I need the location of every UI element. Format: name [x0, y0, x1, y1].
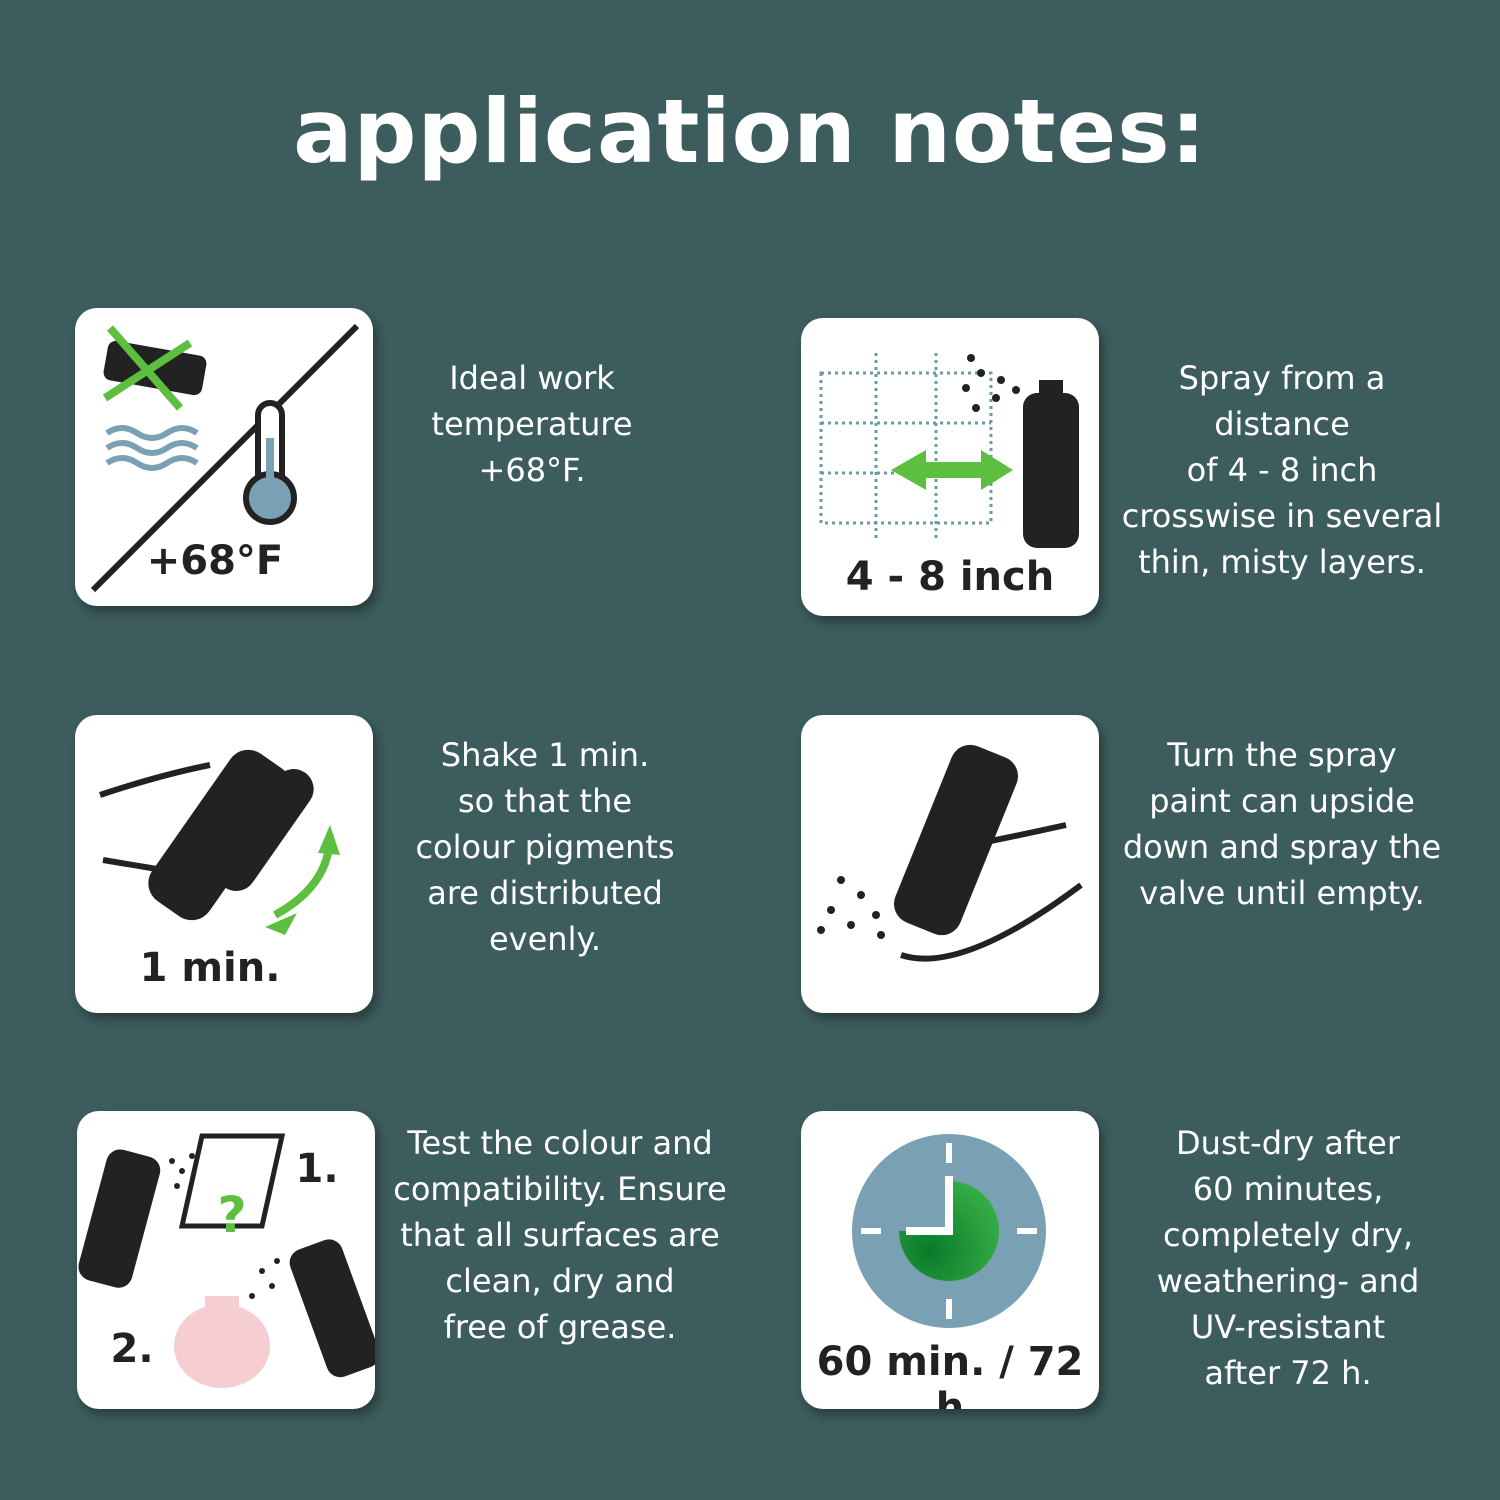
- upside-down-can-icon: [817, 744, 1083, 962]
- shake-text: Shake 1 min. so that the colour pigments…: [415, 736, 675, 958]
- temperature-icon: [90, 323, 360, 593]
- clock-icon: [852, 1134, 1046, 1328]
- upside-down-card: [801, 715, 1099, 1013]
- test-card: ? 1. 2.: [77, 1111, 375, 1409]
- spray-distance-card: 4 - 8 inch: [801, 318, 1099, 616]
- spray-distance-icon: [819, 353, 1079, 548]
- spray-distance-caption: 4 - 8 inch: [845, 554, 1055, 600]
- test-spray-icon: [78, 1133, 375, 1388]
- dry-time-card: 60 min. / 72 h: [801, 1111, 1099, 1409]
- test-text: Test the colour and compatibility. Ensur…: [393, 1124, 727, 1346]
- page-title: application notes:: [293, 80, 1207, 183]
- shake-can-icon: [99, 749, 340, 935]
- step-1-label: 1.: [295, 1146, 339, 1192]
- dry-time-caption: 60 min. / 72 h: [816, 1339, 1084, 1409]
- step-2-label: 2.: [110, 1326, 154, 1372]
- spray-distance-text: Spray from a distance of 4 - 8 inch cros…: [1121, 359, 1443, 581]
- temperature-card: +68°F: [75, 308, 373, 606]
- shake-card: 1 min.: [75, 715, 373, 1013]
- question-mark: ?: [217, 1186, 247, 1244]
- temperature-caption: +68°F: [146, 538, 284, 584]
- upside-down-text: Turn the spray paint can upside down and…: [1122, 736, 1442, 912]
- temperature-text: Ideal work temperature +68°F.: [431, 359, 633, 489]
- shake-caption: 1 min.: [139, 945, 281, 991]
- dry-time-text: Dust-dry after 60 minutes, completely dr…: [1156, 1124, 1420, 1392]
